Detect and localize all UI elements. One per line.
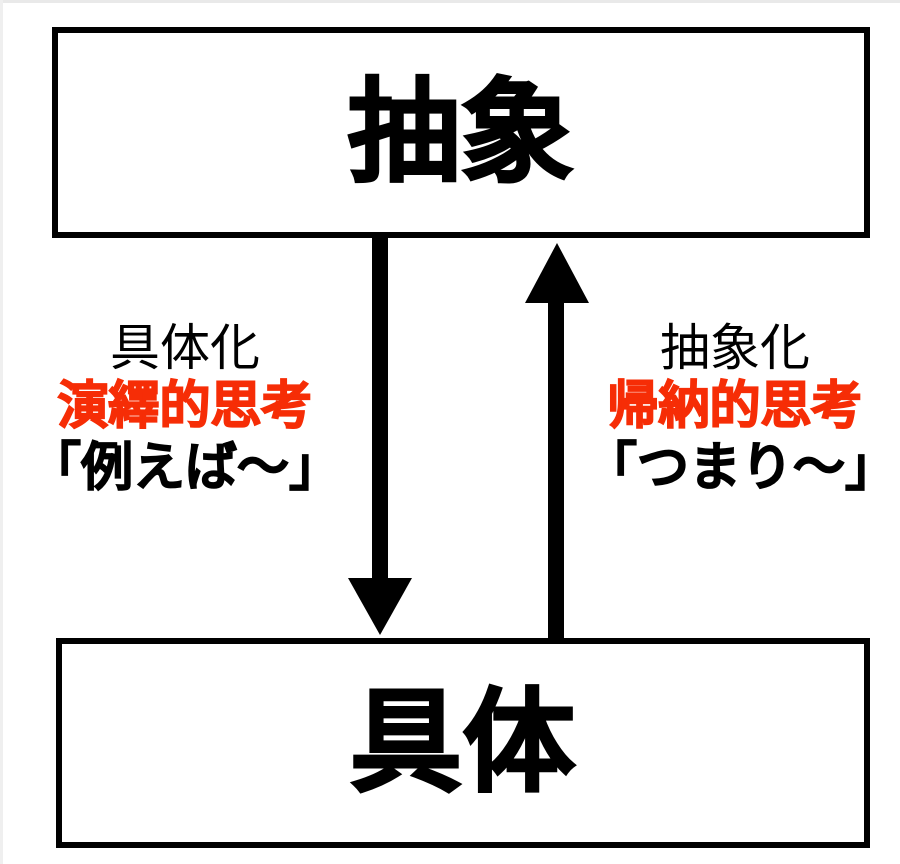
left-process-label: 具体化 xyxy=(110,319,260,377)
canvas-left-edge xyxy=(0,0,3,864)
abstract-box: 抽象 xyxy=(52,27,870,238)
right-phrase-label: 「つまり〜」 xyxy=(584,438,898,499)
right-thinking-label: 帰納的思考 xyxy=(607,377,864,436)
arrow-down-icon xyxy=(340,238,420,638)
abstract-box-label: 抽象 xyxy=(347,67,575,198)
right-process-label: 抽象化 xyxy=(660,319,810,377)
deductive-label-group: 具体化 演繹的思考 「例えば〜」 xyxy=(20,319,350,499)
inductive-label-group: 抽象化 帰納的思考 「つまり〜」 xyxy=(584,319,898,499)
arrow-up-icon xyxy=(519,240,599,640)
left-thinking-label: 演繹的思考 xyxy=(57,377,314,436)
concrete-box-label: 具体 xyxy=(349,678,577,808)
concrete-box: 具体 xyxy=(56,638,870,848)
left-phrase-label: 「例えば〜」 xyxy=(28,438,341,499)
canvas-top-edge xyxy=(0,0,900,3)
